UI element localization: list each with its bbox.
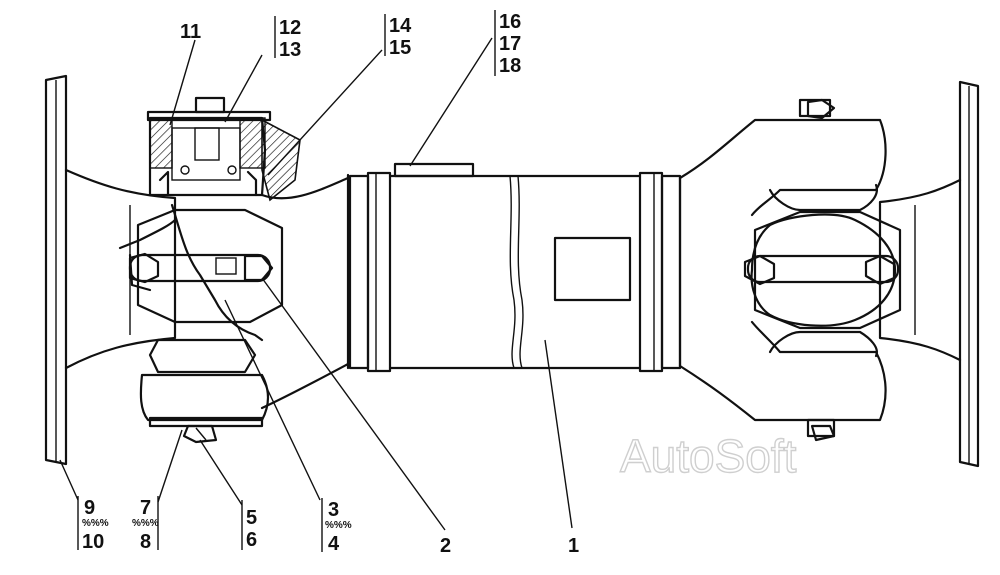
callout-7-separator: %%%: [132, 518, 159, 529]
callout-4: 4: [328, 533, 340, 555]
right-flange: [878, 80, 980, 468]
left-flange: [44, 74, 177, 466]
callout-9: 9: [84, 497, 95, 519]
callout-3-separator: %%%: [325, 520, 352, 531]
shaft-tube: [346, 162, 682, 373]
callout-6: 6: [246, 529, 257, 551]
callout-labels: 11 12 13 14 15 16 17 18 9 %%% 10 7 %%% 8…: [77, 10, 579, 557]
callout-18: 18: [499, 55, 521, 77]
left-universal-joint: [118, 96, 350, 444]
callout-8: 8: [140, 531, 151, 553]
callout-3: 3: [328, 499, 339, 521]
callout-5: 5: [246, 507, 257, 529]
callout-7: 7: [140, 497, 151, 519]
callout-1: 1: [568, 535, 579, 557]
callout-2: 2: [440, 535, 451, 557]
callout-10: 10: [82, 531, 104, 553]
watermark: AutoSoft: [620, 430, 797, 482]
callout-9-separator: %%%: [82, 518, 109, 529]
callout-16: 16: [499, 11, 521, 33]
callout-12: 12: [279, 17, 301, 39]
callout-17: 17: [499, 33, 521, 55]
right-universal-joint: [678, 98, 902, 442]
callout-14: 14: [389, 15, 412, 37]
leader-lines: [59, 37, 573, 531]
callout-11: 11: [180, 21, 201, 43]
callout-15: 15: [389, 37, 411, 59]
callout-13: 13: [279, 39, 301, 61]
